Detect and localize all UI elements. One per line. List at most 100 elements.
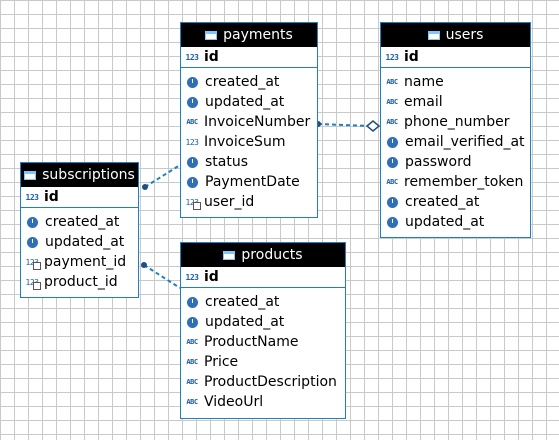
column-name: updated_at xyxy=(205,314,285,330)
text-icon: ABC xyxy=(186,378,198,386)
column-name: email_verified_at xyxy=(405,134,525,150)
column-name: email xyxy=(404,94,443,110)
column-row[interactable]: updated_at xyxy=(381,212,530,232)
column-name: created_at xyxy=(45,214,120,230)
entity-header[interactable]: users xyxy=(381,23,530,47)
column-row[interactable]: updated_at xyxy=(181,92,317,112)
number-icon: 123 xyxy=(185,137,199,147)
column-row[interactable]: PaymentDate xyxy=(181,172,317,192)
primary-key-row[interactable]: 123 id xyxy=(181,47,317,68)
column-row[interactable]: password xyxy=(381,152,530,172)
column-row[interactable]: updated_at xyxy=(181,312,345,332)
column-row[interactable]: ABC ProductDescription xyxy=(181,372,345,392)
table-icon xyxy=(24,170,37,180)
primary-key-name: id xyxy=(204,49,219,65)
column-name: updated_at xyxy=(405,214,485,230)
table-icon xyxy=(223,250,236,260)
foreign-key-number-icon: 123 xyxy=(184,198,201,210)
entity-header[interactable]: subscriptions xyxy=(21,163,138,187)
column-row[interactable]: created_at xyxy=(21,212,138,232)
column-row[interactable]: email_verified_at xyxy=(381,132,530,152)
text-icon: ABC xyxy=(386,118,398,126)
column-name: PaymentDate xyxy=(205,174,300,190)
foreign-key-number-icon: 123 xyxy=(24,278,41,290)
column-row[interactable]: ABC phone_number xyxy=(381,112,530,132)
column-row[interactable]: ABC remember_token xyxy=(381,172,530,192)
column-name: updated_at xyxy=(205,94,285,110)
text-key-icon: ABC xyxy=(386,98,398,106)
column-name: product_id xyxy=(44,274,118,290)
column-row[interactable]: created_at xyxy=(381,192,530,212)
clock-icon xyxy=(387,136,398,148)
entity-subscriptions[interactable]: subscriptions 123 id created_at updated_a… xyxy=(20,162,139,298)
primary-key-name: id xyxy=(404,49,419,65)
column-name: password xyxy=(405,154,472,170)
column-name: phone_number xyxy=(404,114,510,130)
foreign-key-number-icon: 123 xyxy=(24,258,41,270)
link-subscriptions-payments-dot xyxy=(142,184,148,190)
entity-title: payments xyxy=(223,27,293,43)
column-row[interactable]: updated_at xyxy=(21,232,138,252)
column-name: created_at xyxy=(205,294,280,310)
key-number-icon: 123 xyxy=(185,52,199,62)
table-icon xyxy=(205,30,218,40)
column-name: ProductName xyxy=(204,334,299,350)
link-badge-icon xyxy=(33,261,41,270)
clock-icon xyxy=(187,156,198,168)
column-row[interactable]: status xyxy=(181,152,317,172)
clock-icon xyxy=(187,316,198,328)
column-name: Price xyxy=(204,354,239,370)
clock-icon xyxy=(387,216,398,228)
primary-key-row[interactable]: 123 id xyxy=(181,267,345,288)
text-key-icon: ABC xyxy=(186,118,198,126)
link-badge-icon xyxy=(33,281,41,290)
column-name: created_at xyxy=(205,74,280,90)
clock-icon xyxy=(187,76,198,88)
column-name: payment_id xyxy=(44,254,127,270)
text-icon: ABC xyxy=(386,178,398,186)
column-name: updated_at xyxy=(45,234,125,250)
entity-header[interactable]: payments xyxy=(181,23,317,47)
primary-key-row[interactable]: 123 id xyxy=(381,47,530,68)
column-row[interactable]: created_at xyxy=(181,72,317,92)
column-row[interactable]: ABC InvoiceNumber xyxy=(181,112,317,132)
entity-title: subscriptions xyxy=(42,167,135,183)
key-number-icon: 123 xyxy=(185,272,199,282)
link-subscriptions-products-dot xyxy=(141,262,147,268)
entity-title: users xyxy=(445,27,484,43)
column-name: InvoiceNumber xyxy=(204,114,311,130)
key-number-icon: 123 xyxy=(25,192,39,202)
clock-icon xyxy=(187,296,198,308)
column-name: remember_token xyxy=(404,174,524,190)
clock-icon xyxy=(27,216,38,228)
text-icon: ABC xyxy=(386,78,398,86)
column-name: VideoUrl xyxy=(204,394,264,410)
link-subscriptions-payments xyxy=(144,164,181,188)
entity-header[interactable]: products xyxy=(181,243,345,267)
primary-key-row[interactable]: 123 id xyxy=(21,187,138,208)
link-subscriptions-products xyxy=(143,264,181,289)
column-row[interactable]: created_at xyxy=(181,292,345,312)
column-name: status xyxy=(205,154,249,170)
column-name: ProductDescription xyxy=(204,374,337,390)
primary-key-name: id xyxy=(44,189,59,205)
clock-icon xyxy=(387,196,398,208)
table-icon xyxy=(427,30,440,40)
column-row[interactable]: ABC email xyxy=(381,92,530,112)
column-name: user_id xyxy=(204,194,255,210)
